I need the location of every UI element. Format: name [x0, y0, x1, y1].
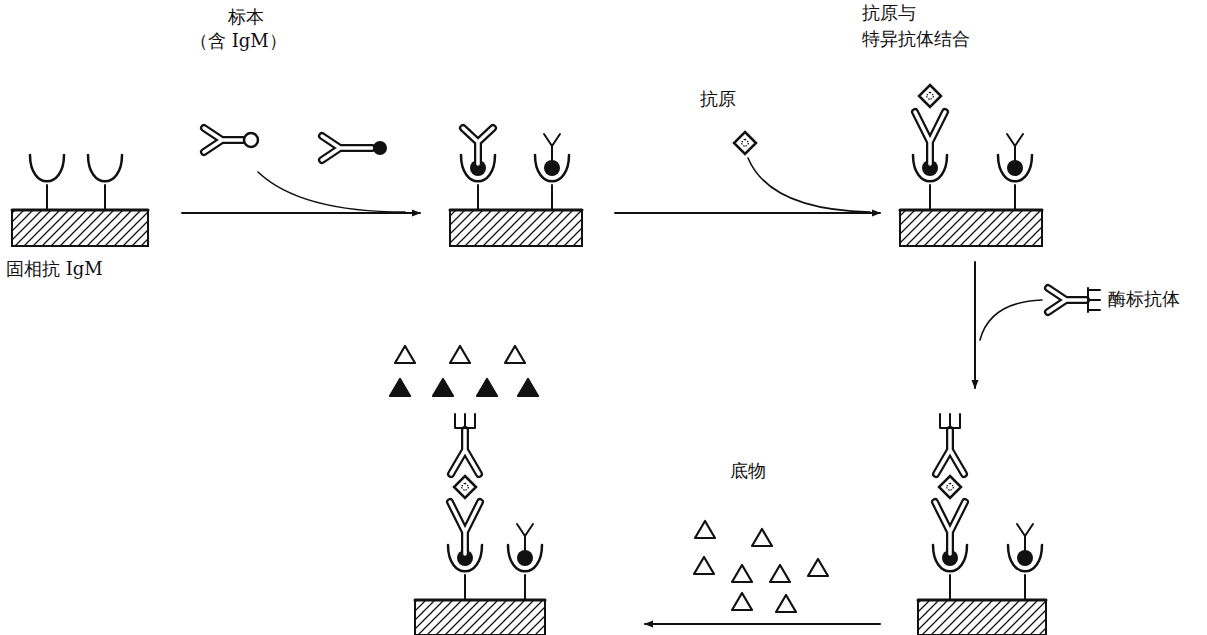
substrate — [395, 346, 415, 363]
substrate — [694, 557, 714, 574]
igm-fc — [244, 133, 258, 147]
antibody-fill — [1048, 288, 1086, 312]
antibody-outline — [1048, 288, 1086, 312]
antigen-mark — [741, 139, 749, 147]
anti-igm-cup — [88, 155, 122, 181]
anti-igm-cup — [30, 155, 64, 181]
label: 底物 — [730, 460, 766, 482]
igm-nonspecific — [517, 524, 533, 552]
step-arrow — [645, 623, 880, 625]
enzyme — [940, 414, 960, 428]
antigen-mark — [461, 483, 469, 491]
product — [433, 379, 453, 396]
antibody-fill — [935, 502, 965, 554]
antibody-outline — [463, 128, 493, 164]
product — [518, 379, 538, 396]
antibody-fill — [450, 502, 480, 554]
anti-igm-stem — [551, 185, 553, 210]
product — [477, 379, 497, 396]
antibody-fill — [204, 128, 243, 152]
antibody-outline — [915, 112, 945, 164]
anti-igm-stem — [464, 575, 466, 600]
step-arrow — [974, 262, 976, 388]
antigen-mark — [926, 92, 934, 100]
substrate — [732, 593, 752, 610]
solid-phase — [450, 210, 582, 246]
label: 固相抗 IgM — [6, 258, 103, 280]
step-arrow — [615, 212, 880, 214]
anti-igm-stem — [949, 575, 951, 600]
antigen — [734, 132, 756, 154]
antigen-mark — [946, 483, 954, 491]
solid-surface — [450, 209, 582, 212]
antibody-outline — [204, 128, 243, 152]
drawing — [12, 85, 1100, 635]
leader — [748, 158, 870, 212]
antigen — [454, 476, 476, 498]
antibody-fill — [322, 136, 372, 160]
antibody-fill — [915, 112, 945, 164]
substrate — [450, 346, 470, 363]
leader — [980, 300, 1042, 340]
anti-igm-stem — [929, 185, 931, 210]
antibody-fill — [936, 430, 964, 474]
label: 标本 — [228, 6, 264, 28]
solid-phase — [918, 600, 1046, 635]
antibody-outline — [451, 430, 479, 474]
product — [390, 379, 410, 396]
enzyme — [455, 414, 475, 428]
label: 抗原与 — [862, 2, 916, 24]
substrate — [808, 559, 828, 576]
antibody-outline — [322, 136, 372, 160]
substrate — [732, 565, 752, 582]
substrate — [752, 529, 772, 546]
solid-surface — [12, 209, 148, 212]
igm-nonspecific — [1017, 524, 1033, 552]
label: 特异抗体结合 — [862, 28, 970, 50]
label: 酶标抗体 — [1108, 288, 1180, 310]
anti-igm-stem — [104, 185, 106, 210]
leader — [258, 172, 405, 212]
solid-phase — [900, 210, 1042, 246]
substrate — [770, 565, 790, 582]
antibody-outline — [935, 502, 965, 554]
enzyme — [1088, 288, 1100, 312]
antibody-fill — [463, 128, 493, 164]
antigen — [939, 476, 961, 498]
igm-nonspecific — [544, 134, 560, 162]
anti-igm-stem — [1014, 185, 1016, 210]
igm-fc — [373, 141, 387, 155]
anti-igm-stem — [46, 185, 48, 210]
substrate — [695, 521, 715, 538]
antibody-fill — [451, 430, 479, 474]
substrate — [505, 346, 525, 363]
antibody-outline — [450, 502, 480, 554]
solid-phase — [415, 600, 545, 635]
solid-surface — [900, 209, 1042, 212]
anti-igm-stem — [1024, 575, 1026, 600]
antigen — [919, 85, 941, 107]
substrate — [776, 595, 796, 612]
anti-igm-stem — [477, 185, 479, 210]
igm-nonspecific — [1007, 134, 1023, 162]
solid-phase — [12, 210, 148, 246]
label: 抗原 — [700, 88, 736, 110]
antibody-outline — [936, 430, 964, 474]
label: （含 IgM） — [190, 30, 287, 52]
solid-surface — [918, 599, 1046, 602]
anti-igm-stem — [524, 575, 526, 600]
